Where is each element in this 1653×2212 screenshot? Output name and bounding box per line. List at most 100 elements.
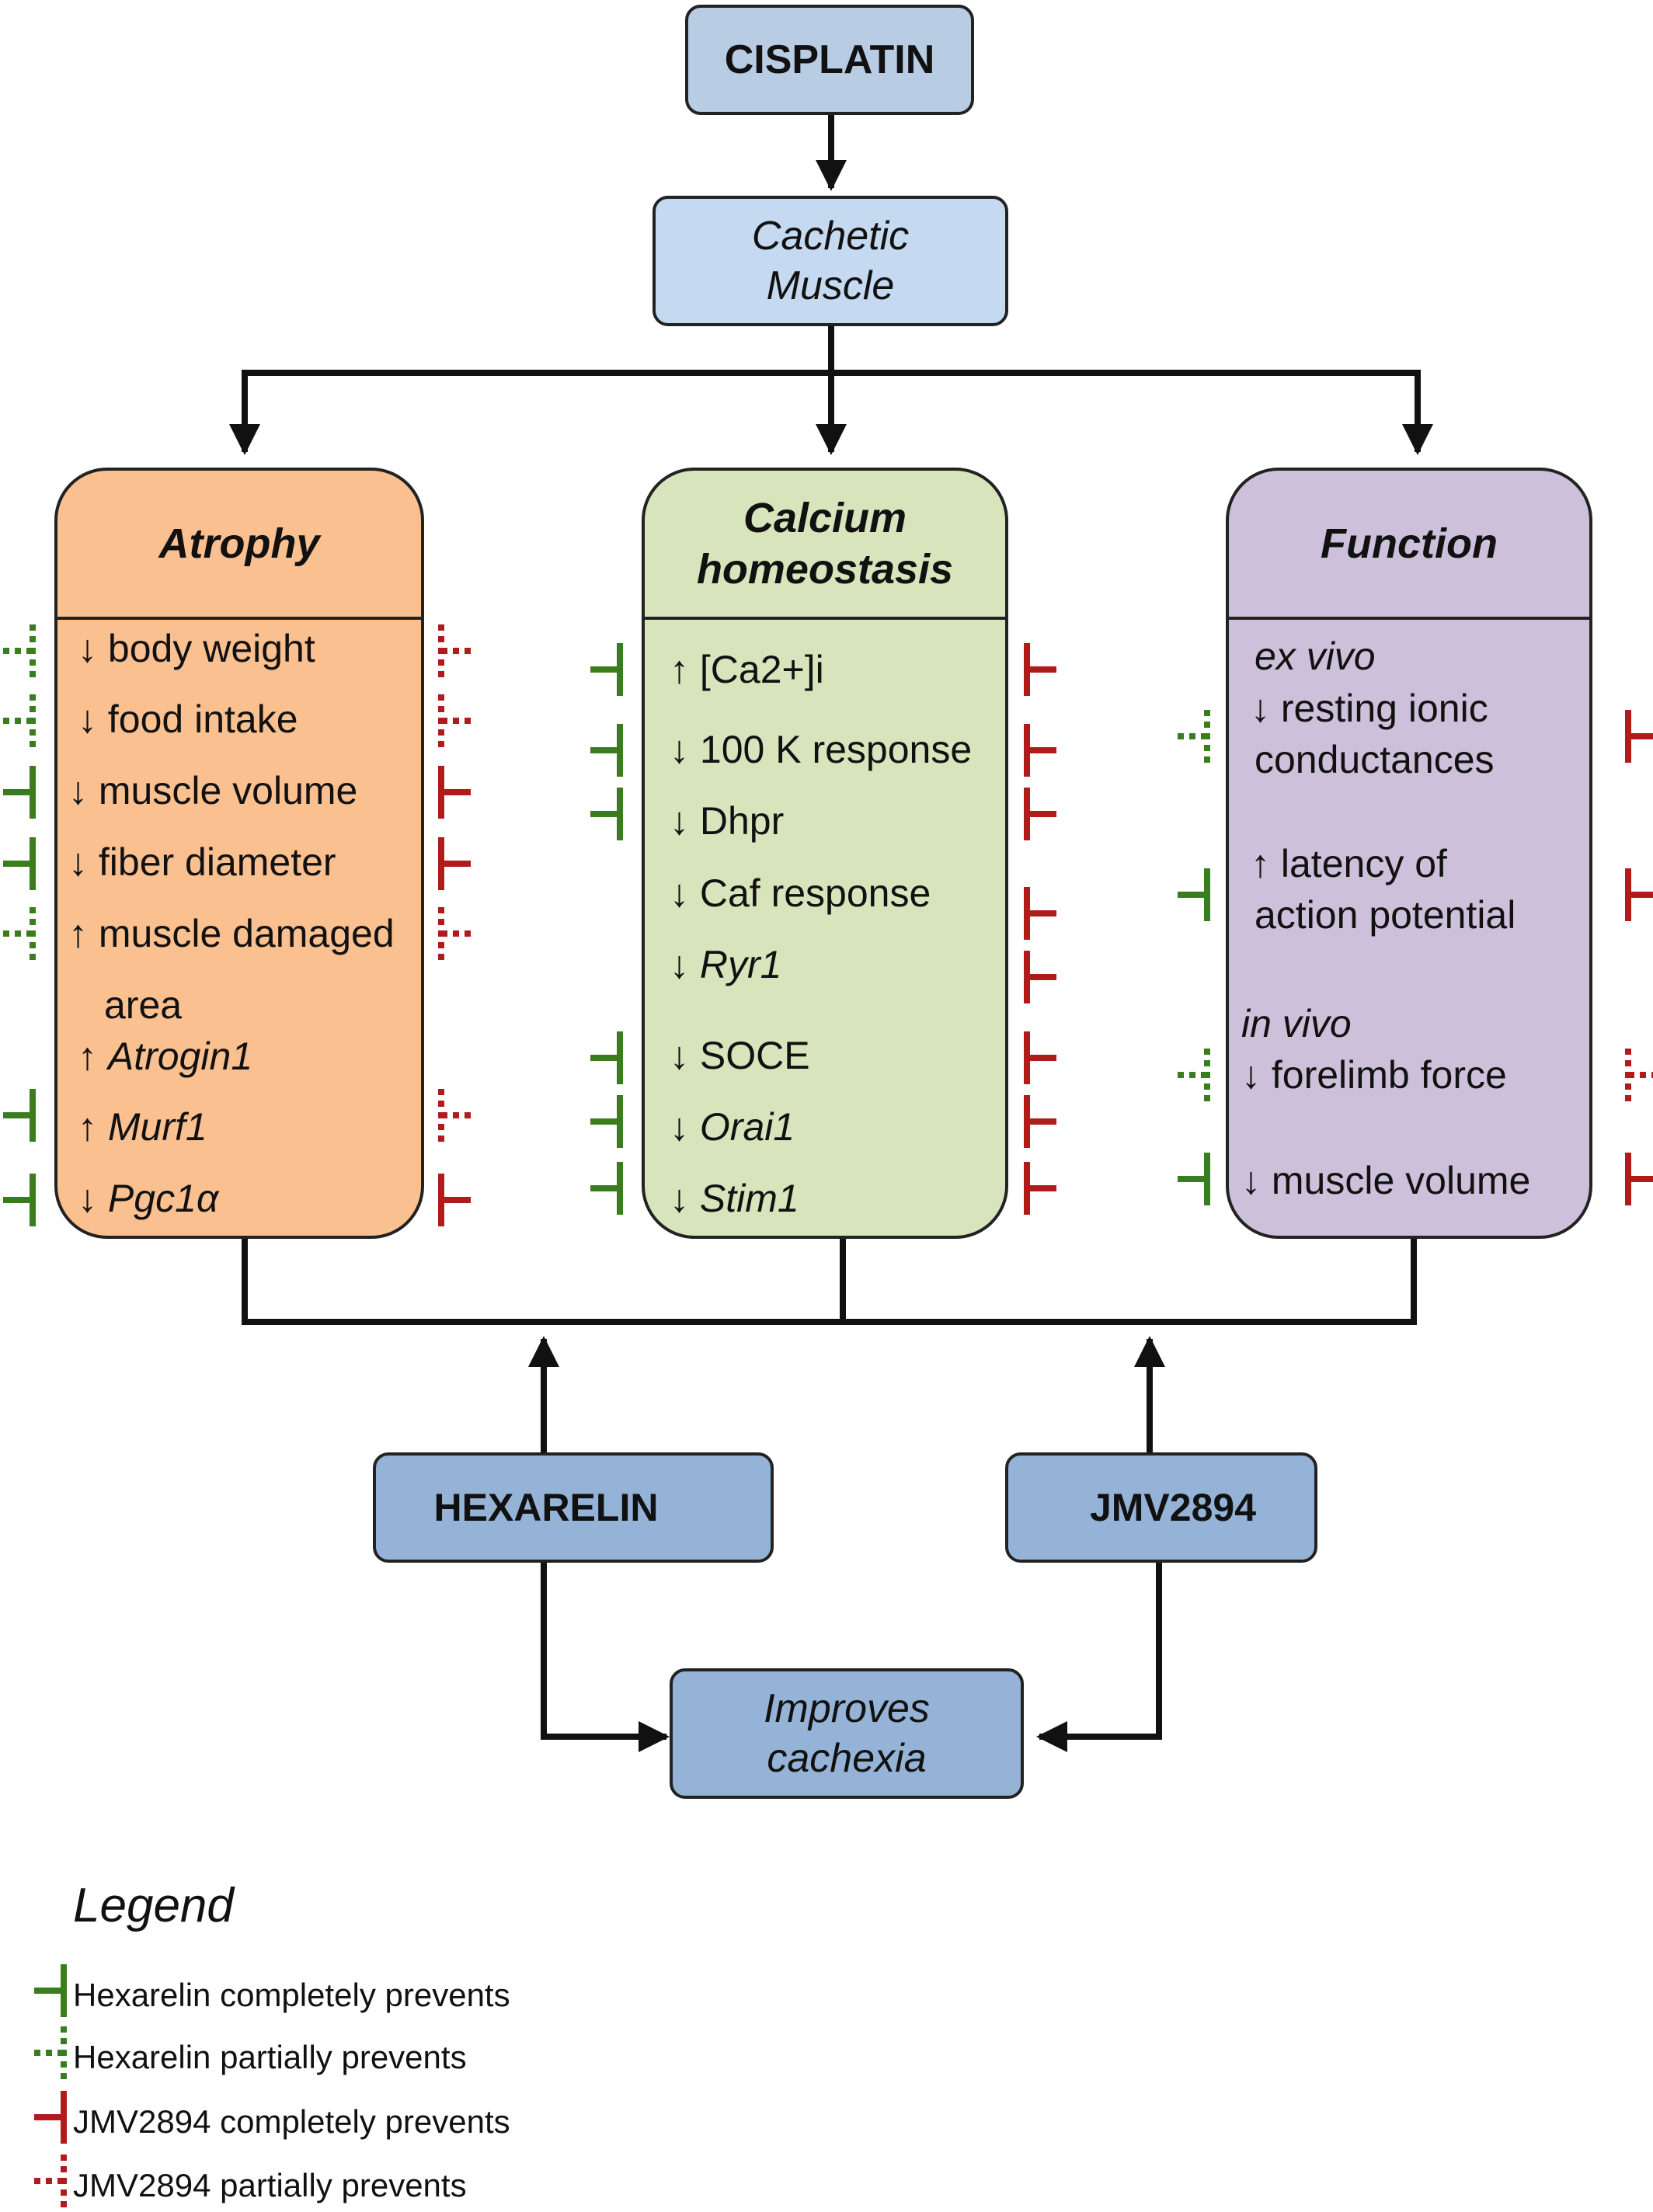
atrogin1-label: Atrogin1 <box>107 1035 253 1078</box>
calcium-item-100k: ↓ 100 K response <box>670 728 973 771</box>
atrophy-panel: Atrophy <box>54 468 424 1239</box>
calcium-item-orai1: ↓ Orai1 <box>670 1104 795 1150</box>
calcium-jmv-complete-ca2i <box>1024 643 1056 696</box>
calcium-hex-complete-orai1 <box>590 1095 623 1148</box>
function-ex-vivo-label: ex vivo <box>1255 635 1376 678</box>
atrophy-item-fiber-diameter: ↓ fiber diameter <box>68 840 336 884</box>
arrow-up-glyph: ↑ <box>78 1105 97 1149</box>
orai1-label: Orai1 <box>699 1105 795 1149</box>
atrophy-item-atrogin1: ↑ Atrogin1 <box>78 1033 252 1080</box>
pgc1a-label: Pgc1α <box>107 1177 219 1220</box>
cachetic-label-line1: Cachetic <box>751 214 910 259</box>
arrow-jmv-to-improves <box>1036 1563 1162 1752</box>
stim1-label: Stim1 <box>699 1177 799 1220</box>
function-panel: Function <box>1226 468 1592 1239</box>
cisplatin-box: CISPLATIN <box>685 5 974 115</box>
cachetic-label-line2: Muscle <box>766 263 895 308</box>
function-in-vivo-label: in vivo <box>1241 1002 1352 1045</box>
calcium-hex-complete-100k <box>590 724 623 777</box>
calcium-jmv-complete-orai1 <box>1024 1095 1056 1148</box>
atrophy-hex-partial-muscle-damaged <box>3 907 36 960</box>
calcium-item-ca2i: ↑ [Ca2+]i <box>670 648 824 691</box>
atrophy-hex-complete-murf1 <box>3 1089 36 1142</box>
calcium-item-dhpr: ↓ Dhpr <box>670 799 785 843</box>
jmv2894-label: JMV2894 <box>1089 1486 1257 1529</box>
function-item-forelimb: ↓ forelimb force <box>1241 1053 1507 1097</box>
atrophy-hex-complete-pgc1a <box>3 1174 36 1226</box>
function-item-action-potential: action potential <box>1255 893 1516 937</box>
legend-marker-hex-complete <box>34 1964 67 2017</box>
atrophy-jmv-partial-murf1 <box>438 1089 471 1142</box>
calcium-hex-complete-soce <box>590 1031 623 1084</box>
legend-marker-jmv-complete <box>34 2091 67 2144</box>
legend-entry-jmv-complete: JMV2894 completely prevents <box>73 2103 510 2140</box>
hexarelin-label: HEXARELIN <box>433 1486 659 1529</box>
arrow-hexarelin-to-improves <box>541 1563 670 1752</box>
atrophy-item-muscle-volume: ↓ muscle volume <box>68 769 358 812</box>
cisplatin-label: CISPLATIN <box>724 37 935 82</box>
atrophy-jmv-complete-muscle-volume <box>438 766 471 819</box>
calcium-jmv-complete-stim1 <box>1024 1162 1056 1215</box>
atrophy-jmv-complete-pgc1a <box>438 1174 471 1226</box>
calcium-title-line1: Calcium <box>743 495 907 541</box>
connector-branch-bar <box>242 370 1421 452</box>
improves-label-line2: cachexia <box>767 1736 927 1781</box>
legend-entry-jmv-partial: JMV2894 partially prevents <box>73 2167 467 2203</box>
atrophy-item-murf1: ↑ Murf1 <box>78 1104 207 1150</box>
function-jmv-complete-resting-ionic <box>1625 710 1653 763</box>
function-item-latency: ↑ latency of <box>1251 842 1447 885</box>
calcium-hex-complete-ca2i <box>590 643 623 696</box>
legend-marker-jmv-partial <box>34 2155 67 2207</box>
atrophy-jmv-partial-body-weight <box>438 624 471 677</box>
function-jmv-complete-muscle-volume <box>1625 1153 1653 1205</box>
calcium-jmv-complete-caf <box>1024 887 1056 940</box>
calcium-item-ryr1: ↓ Ryr1 <box>670 941 781 988</box>
calcium-item-soce: ↓ SOCE <box>670 1034 810 1077</box>
atrophy-hex-partial-body-weight <box>3 624 36 677</box>
atrophy-item-area: area <box>104 983 183 1027</box>
function-hex-complete-muscle-volume <box>1178 1153 1210 1205</box>
function-jmv-complete-latency <box>1625 868 1653 921</box>
atrophy-hex-complete-fiber-diameter <box>3 837 36 890</box>
calcium-jmv-complete-ryr1 <box>1024 951 1056 1003</box>
calcium-jmv-complete-soce <box>1024 1031 1056 1084</box>
function-item-conductances: conductances <box>1255 738 1495 781</box>
murf1-label: Murf1 <box>107 1105 207 1149</box>
function-hex-complete-latency <box>1178 868 1210 921</box>
function-hex-partial-forelimb <box>1178 1049 1210 1101</box>
function-jmv-partial-forelimb <box>1625 1049 1653 1101</box>
atrophy-item-body-weight: ↓ body weight <box>78 627 315 670</box>
function-item-resting-ionic: ↓ resting ionic <box>1251 687 1488 730</box>
atrophy-jmv-partial-muscle-damaged <box>438 907 471 960</box>
calcium-panel: Calcium homeostasis <box>642 468 1008 1239</box>
calcium-jmv-complete-100k <box>1024 724 1056 777</box>
calcium-hex-complete-stim1 <box>590 1162 623 1215</box>
atrophy-item-food-intake: ↓ food intake <box>78 697 298 741</box>
atrophy-jmv-partial-food-intake <box>438 694 471 747</box>
cachetic-muscle-box: Cachetic Muscle <box>652 196 1008 326</box>
arrow-down-glyph: ↓ <box>670 1105 689 1149</box>
legend-title: Legend <box>73 1879 234 1932</box>
jmv2894-box: JMV2894 <box>1005 1452 1317 1563</box>
hexarelin-box: HEXARELIN <box>373 1452 774 1563</box>
calcium-title: Calcium homeostasis <box>645 471 1005 620</box>
atrophy-hex-complete-muscle-volume <box>3 766 36 819</box>
improves-label-line1: Improves <box>764 1686 930 1731</box>
atrophy-title: Atrophy <box>57 471 421 620</box>
calcium-item-caf: ↓ Caf response <box>670 871 931 915</box>
connector-bottom-bar <box>242 1239 1417 1325</box>
atrophy-item-muscle-damaged: ↑ muscle damaged <box>68 912 395 955</box>
atrophy-item-pgc1a: ↓ Pgc1α <box>78 1175 218 1222</box>
atrophy-hex-partial-food-intake <box>3 694 36 747</box>
arrow-down-glyph: ↓ <box>78 1177 97 1220</box>
legend-entry-hex-partial: Hexarelin partially prevents <box>73 2039 467 2075</box>
function-title: Function <box>1229 471 1589 620</box>
calcium-item-stim1: ↓ Stim1 <box>670 1175 799 1222</box>
arrow-up-glyph: ↑ <box>78 1035 97 1078</box>
atrophy-jmv-complete-fiber-diameter <box>438 837 471 890</box>
ryr1-label: Ryr1 <box>699 943 782 986</box>
function-item-muscle-volume: ↓ muscle volume <box>1241 1159 1531 1202</box>
legend-marker-hex-partial <box>34 2026 67 2079</box>
function-hex-partial-resting-ionic <box>1178 710 1210 763</box>
